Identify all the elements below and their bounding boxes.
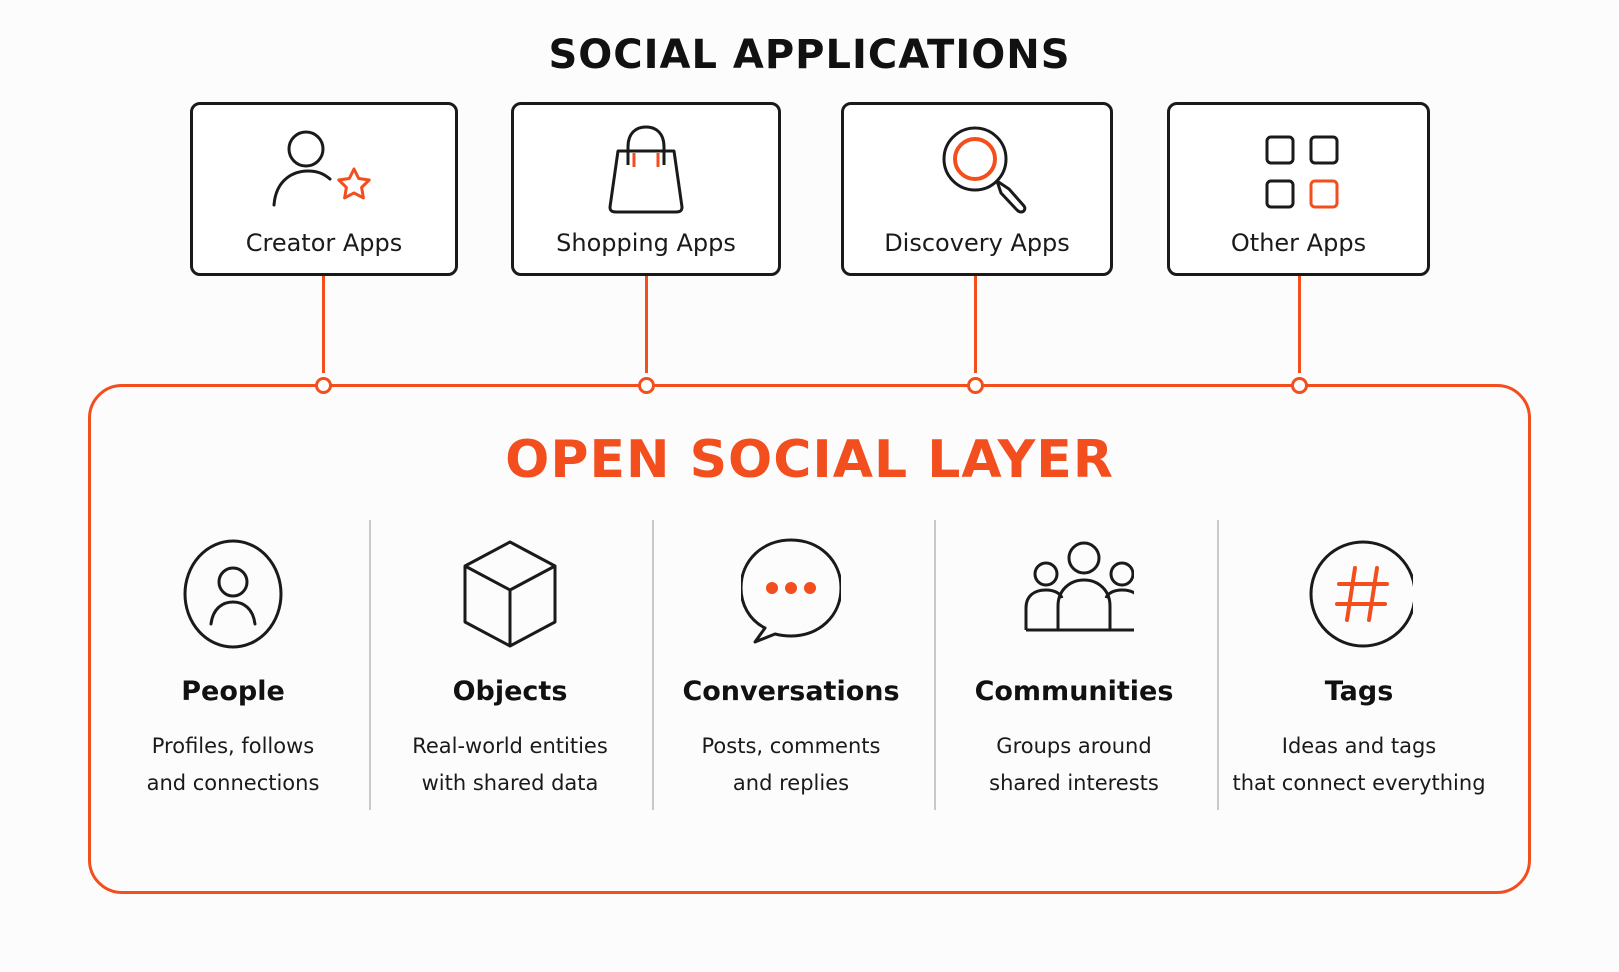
creator-apps-box[interactable]: Creator Apps	[190, 102, 458, 276]
feature-desc-line: and replies	[732, 771, 850, 795]
person-circle-icon	[183, 539, 283, 649]
feature-people: People Profiles, follows and connections	[93, 530, 373, 810]
feature-desc: Profiles, follows and connections	[93, 728, 373, 802]
feature-desc-line: Groups around	[996, 734, 1152, 758]
feature-tags: Tags Ideas and tags that connect everyth…	[1219, 530, 1499, 810]
feature-desc: Real-world entities with shared data	[370, 728, 650, 802]
social-applications-title: SOCIAL APPLICATIONS	[548, 32, 1071, 78]
feature-name: Communities	[974, 676, 1174, 707]
feature-desc-line: shared interests	[989, 771, 1159, 795]
connector-other	[1298, 276, 1301, 373]
creator-apps-label: Creator Apps	[245, 229, 403, 257]
feature-desc: Groups around shared interests	[934, 728, 1214, 802]
person-star-icon	[272, 130, 371, 207]
connector-node-other	[1291, 377, 1308, 394]
open-social-layer-box	[88, 384, 1531, 894]
feature-communities: Communities Groups around shared interes…	[934, 530, 1214, 810]
shopping-apps-box[interactable]: Shopping Apps	[511, 102, 781, 276]
shopping-bag-icon	[608, 125, 684, 214]
feature-desc-line: Real-world entities	[412, 734, 608, 758]
feature-name: People	[181, 676, 285, 707]
connector-creator	[322, 276, 325, 373]
feature-name: Tags	[1324, 676, 1394, 707]
divider	[934, 520, 936, 810]
hashtag-icon	[1309, 540, 1413, 648]
discovery-apps-box[interactable]: Discovery Apps	[841, 102, 1113, 276]
feature-objects: Objects Real-world entities with shared …	[370, 530, 650, 810]
feature-name: Objects	[452, 676, 568, 707]
shopping-apps-label: Shopping Apps	[556, 229, 736, 257]
divider	[369, 520, 371, 810]
connector-discovery	[974, 276, 977, 373]
other-apps-label: Other Apps	[1230, 229, 1367, 257]
feature-desc-line: and connections	[146, 771, 320, 795]
connector-node-shopping	[638, 377, 655, 394]
feature-desc-line: with shared data	[421, 771, 599, 795]
feature-desc-line: Ideas and tags	[1281, 734, 1437, 758]
other-apps-box[interactable]: Other Apps	[1167, 102, 1430, 276]
cube-icon	[463, 540, 557, 648]
discovery-apps-label: Discovery Apps	[884, 229, 1070, 257]
open-social-layer-title: OPEN SOCIAL LAYER	[505, 430, 1114, 490]
chat-bubble-icon	[741, 538, 841, 644]
connector-node-creator	[315, 377, 332, 394]
connector-shopping	[645, 276, 648, 373]
group-icon	[1024, 541, 1134, 632]
magnifier-icon	[942, 126, 1027, 214]
app-grid-icon	[1265, 135, 1338, 209]
feature-desc: Ideas and tags that connect everything	[1219, 728, 1499, 802]
divider	[1217, 520, 1219, 810]
feature-desc-line: Posts, comments	[701, 734, 881, 758]
feature-name: Conversations	[682, 676, 900, 707]
feature-conversations: Conversations Posts, comments and replie…	[651, 530, 931, 810]
divider	[652, 520, 654, 810]
connector-node-discovery	[967, 377, 984, 394]
feature-desc-line: Profiles, follows	[151, 734, 315, 758]
feature-desc: Posts, comments and replies	[651, 728, 931, 802]
feature-desc-line: that connect everything	[1232, 771, 1486, 795]
